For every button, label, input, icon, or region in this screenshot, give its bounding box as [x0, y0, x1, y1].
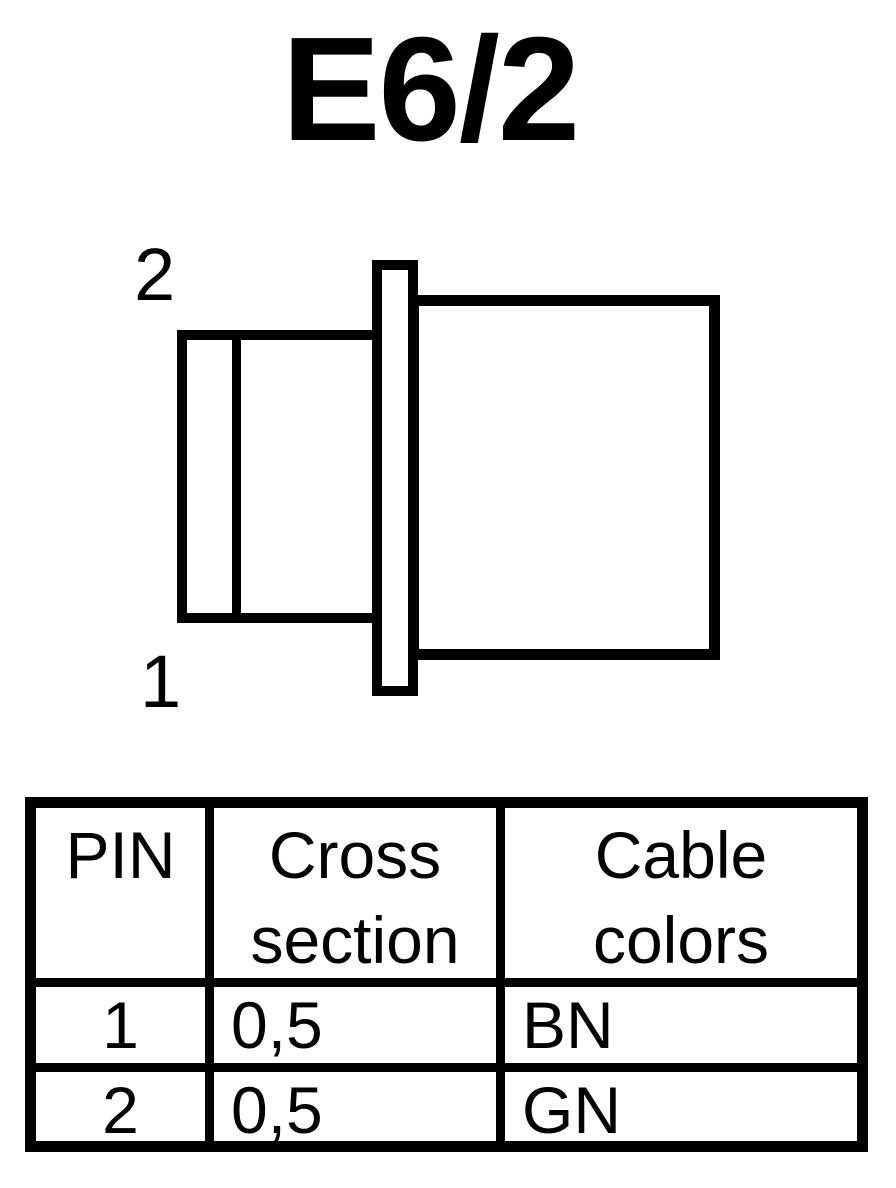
table-row-2-pin: 2 [36, 1072, 205, 1141]
connector-body-outline [408, 295, 720, 660]
table-row-1-cross-section: 0,5 [214, 987, 496, 1063]
pin-table-header-pin: PIN [36, 808, 205, 978]
connector-diagram: 2 1 [134, 233, 720, 723]
pin-table: PIN Cross section Cable colors 1 0,5 BN … [25, 797, 868, 1152]
header-line: section [250, 903, 460, 977]
pin-1-label: 1 [140, 640, 182, 723]
table-row-2-cable-color: GN [505, 1072, 857, 1141]
socket-face-divider-line [232, 336, 241, 617]
header-line: Cross [268, 818, 442, 892]
connector-socket-outline [177, 330, 383, 623]
pin-table-header-cross-section: Cross section [214, 808, 496, 978]
table-row-1-pin: 1 [36, 987, 205, 1063]
header-line: Cable [594, 818, 768, 892]
header-line: PIN [65, 818, 176, 892]
pin-table-header-cable-colors: Cable colors [505, 808, 857, 978]
page-title: E6/2 [281, 7, 580, 172]
pin-2-label: 2 [134, 233, 176, 316]
table-row-1-cable-color: BN [505, 987, 857, 1063]
table-row-2-cross-section: 0,5 [214, 1072, 496, 1141]
connector-flange [372, 260, 418, 696]
header-line: colors [592, 903, 770, 977]
